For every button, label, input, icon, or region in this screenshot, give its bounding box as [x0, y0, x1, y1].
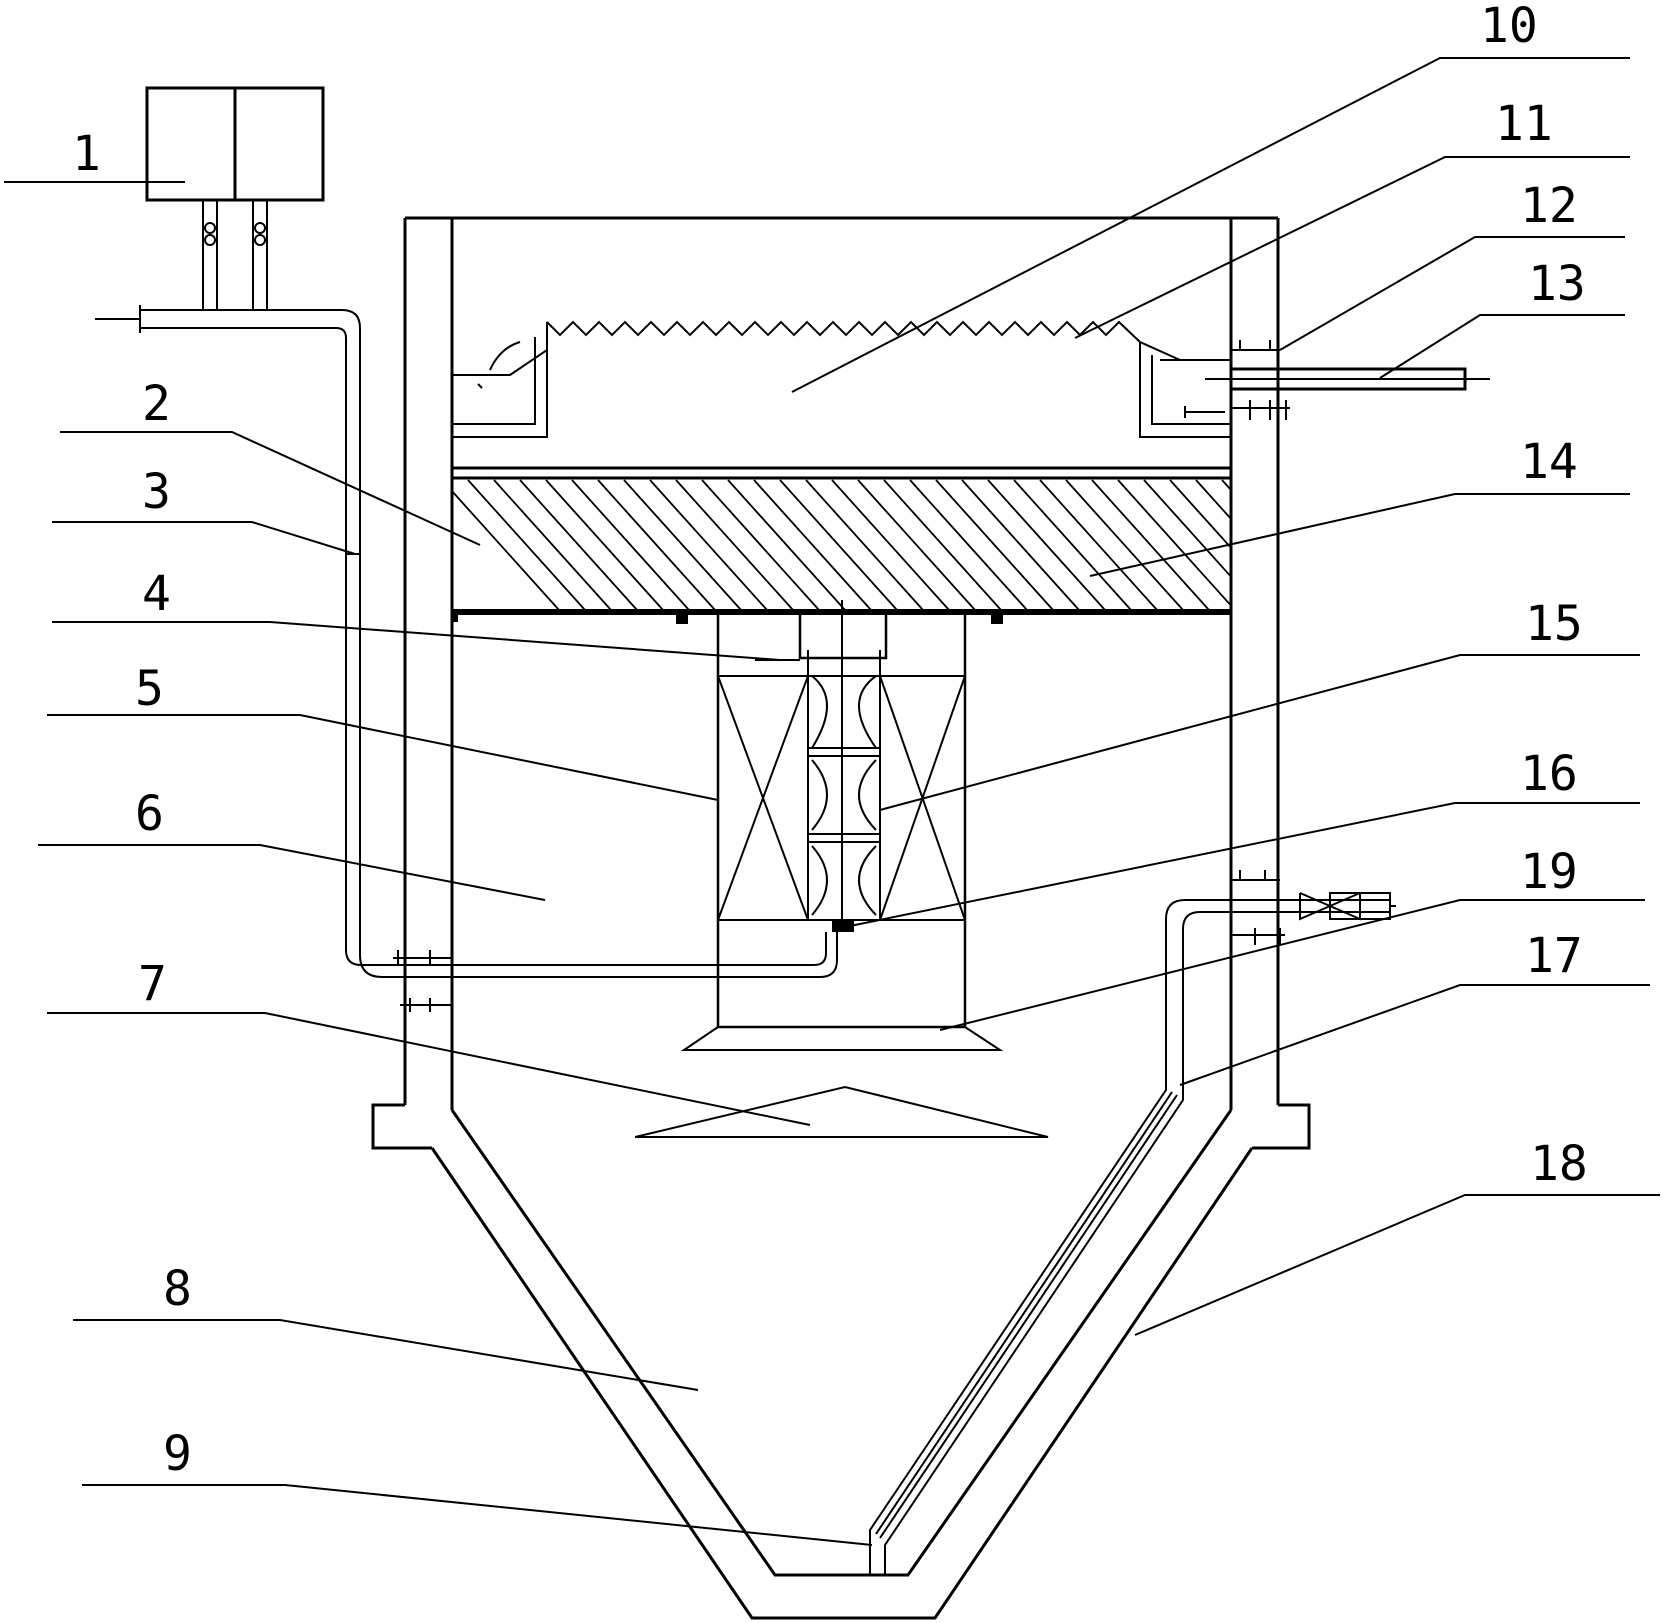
hatch-line	[597, 479, 716, 611]
hatch-line	[779, 479, 898, 611]
hatch-line	[805, 479, 924, 611]
hatch-line	[831, 479, 950, 611]
label-5: 5	[135, 661, 164, 717]
dosing-unit	[145, 86, 325, 310]
label-7: 7	[138, 956, 167, 1012]
hatch-line	[883, 479, 1002, 611]
label-6: 6	[135, 786, 164, 842]
hatch-line	[623, 479, 742, 611]
sawtooth-weir	[546, 320, 1141, 343]
label-12: 12	[1520, 178, 1578, 234]
label-14: 14	[1520, 434, 1578, 490]
hatch-line	[1065, 479, 1184, 611]
hatch-line	[909, 479, 1028, 611]
leader-lines	[4, 57, 1660, 1546]
central-column	[452, 600, 1004, 1051]
label-13: 13	[1528, 256, 1586, 312]
label-17: 17	[1525, 928, 1583, 984]
label-3: 3	[142, 464, 171, 520]
label-19: 19	[1520, 844, 1578, 900]
effluent-weir-trough	[452, 320, 1490, 438]
hatch-line	[961, 479, 1080, 611]
hatch-line	[1169, 479, 1232, 549]
tank-walls	[371, 216, 1311, 1620]
hatch-line	[545, 479, 664, 611]
hatch-line	[1195, 479, 1232, 520]
deflector-cone	[634, 1085, 1049, 1138]
hatch-line	[451, 490, 560, 611]
label-18: 18	[1530, 1136, 1588, 1192]
hatch-line	[467, 479, 586, 611]
hatch-line	[987, 479, 1106, 611]
label-8: 8	[163, 1261, 192, 1317]
part-numbers: 1 2 3 4 5 6 7 8 9 10 11 12 13 14 15 16 1…	[72, 0, 1588, 1482]
label-1: 1	[72, 126, 101, 182]
label-11: 11	[1495, 96, 1553, 152]
filter-media-layer	[451, 466, 1232, 615]
hatch-line	[1013, 479, 1132, 611]
hatch-line	[649, 479, 768, 611]
dosing-feed-pipe	[95, 305, 838, 1012]
hatch-line	[701, 479, 820, 611]
label-2: 2	[142, 376, 171, 432]
hatch-line	[675, 479, 794, 611]
hatch-line	[519, 479, 638, 611]
hatch-line	[1039, 479, 1158, 611]
hatch-line	[1117, 479, 1232, 607]
hatch-line	[1143, 479, 1232, 578]
hatch-line	[1091, 479, 1210, 611]
sludge-discharge-pipe	[869, 870, 1396, 1575]
hatch-line	[1221, 479, 1232, 491]
hatch-line	[571, 479, 690, 611]
hatch-line	[935, 479, 1054, 611]
hatch-line	[493, 479, 612, 611]
label-16: 16	[1520, 746, 1578, 802]
hatch-line	[753, 479, 872, 611]
label-4: 4	[142, 566, 171, 622]
hatch-line	[727, 479, 846, 611]
label-9: 9	[163, 1426, 192, 1482]
label-15: 15	[1525, 596, 1583, 652]
label-10: 10	[1480, 0, 1538, 54]
hatch-line	[857, 479, 976, 611]
